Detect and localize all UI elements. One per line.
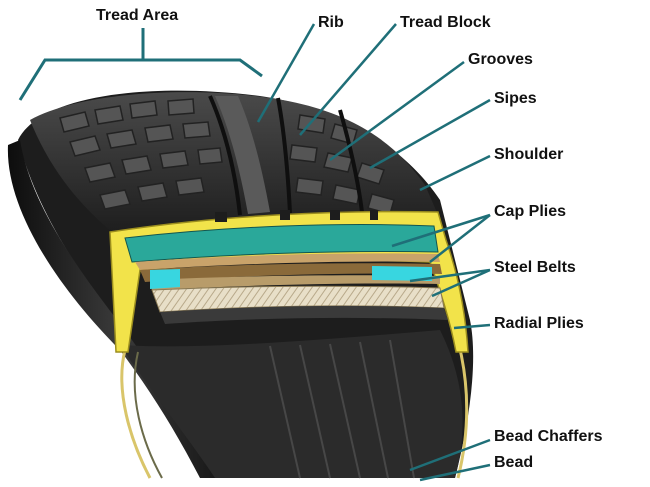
leader-cap-plies-1 [391,213,491,248]
leader-cap-plies-2 [429,214,491,263]
leader-bead [419,463,491,482]
tread-surface [30,92,438,233]
cross-section [109,210,469,353]
leader-steel-belts-1 [409,268,491,283]
label-steel-belts: Steel Belts [494,259,576,276]
leader-sipes [369,98,491,170]
leader-grooves [329,60,465,162]
label-grooves: Grooves [468,51,533,68]
leader-tread-block [299,23,397,136]
leader-lines [256,23,491,482]
label-bead-chaffers: Bead Chaffers [494,428,603,445]
leader-shoulder [419,154,491,192]
label-radial-plies: Radial Plies [494,315,584,332]
label-cap-plies: Cap Plies [494,203,567,220]
label-shoulder: Shoulder [494,146,564,163]
label-bead: Bead [494,454,534,471]
label-tread-area: Tread Area [96,7,179,24]
label-rib: Rib [318,14,344,31]
label-tread-block: Tread Block [400,14,491,31]
tread-area-bracket [18,28,263,101]
label-sipes: Sipes [494,90,537,107]
leader-radial-plies [453,323,491,330]
leader-steel-belts-2 [431,268,491,298]
leader-rib [256,23,316,123]
leader-bead-chaffers [409,438,491,472]
